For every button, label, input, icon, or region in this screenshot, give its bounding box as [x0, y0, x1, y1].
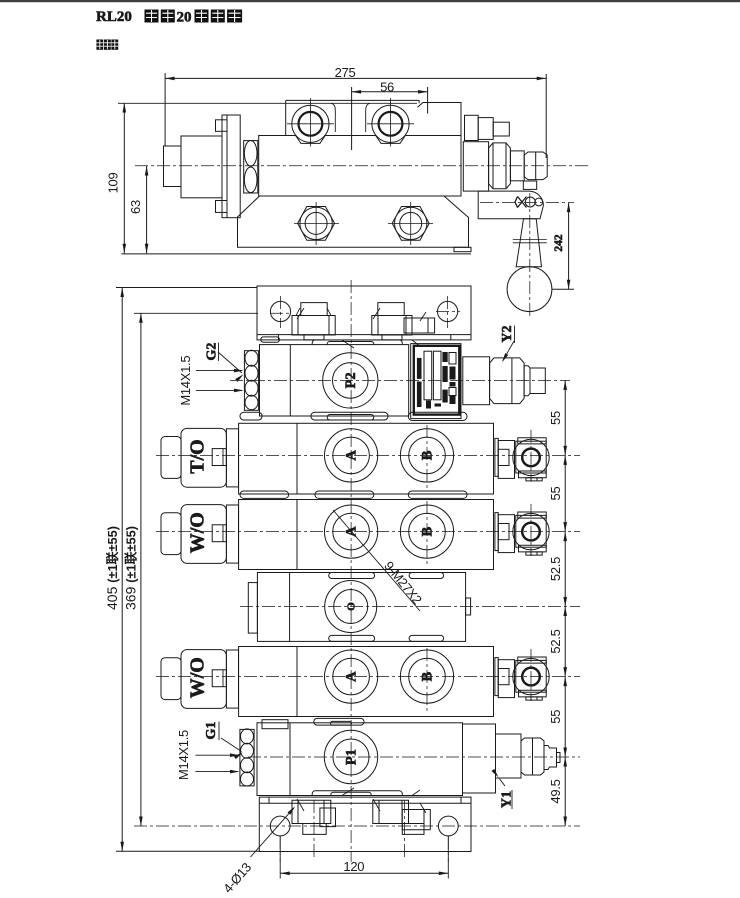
svg-text:M14X1.5: M14X1.5	[176, 730, 191, 780]
svg-text:G2: G2	[205, 343, 220, 361]
svg-text:RL20: RL20	[96, 9, 132, 25]
svg-text:369 (±1联±55): 369 (±1联±55)	[123, 526, 139, 610]
svg-text:P1: P1	[344, 749, 360, 765]
svg-text:275: 275	[335, 65, 356, 80]
svg-text:W/O: W/O	[187, 657, 209, 698]
svg-text:55: 55	[548, 710, 563, 724]
svg-text:W/O: W/O	[187, 512, 209, 553]
svg-text:P2: P2	[343, 372, 359, 388]
svg-text:A: A	[344, 671, 360, 682]
svg-text:52.5: 52.5	[548, 629, 563, 653]
svg-text:49.5: 49.5	[548, 779, 563, 803]
svg-text:20: 20	[177, 10, 192, 26]
svg-text:A: A	[344, 450, 360, 461]
svg-text:Y2: Y2	[500, 325, 515, 342]
svg-text:109: 109	[106, 173, 121, 194]
svg-text:242: 242	[553, 234, 565, 252]
svg-text:63: 63	[128, 200, 143, 214]
svg-text:M14X1.5: M14X1.5	[178, 356, 193, 406]
svg-text:B: B	[420, 526, 436, 536]
svg-text:O: O	[346, 602, 358, 611]
svg-text:52.5: 52.5	[548, 557, 563, 581]
svg-text:Y1: Y1	[500, 791, 515, 808]
svg-text:120: 120	[343, 859, 364, 874]
svg-text:B: B	[420, 671, 436, 681]
svg-text:55: 55	[548, 487, 563, 501]
svg-text:56: 56	[380, 80, 394, 95]
svg-text:B: B	[420, 450, 436, 460]
svg-text:A: A	[344, 526, 360, 537]
svg-text:T/O: T/O	[187, 439, 209, 473]
svg-text:55: 55	[548, 411, 563, 425]
svg-text:G1: G1	[204, 722, 219, 740]
svg-text:405 (±1联±55): 405 (±1联±55)	[104, 526, 120, 610]
